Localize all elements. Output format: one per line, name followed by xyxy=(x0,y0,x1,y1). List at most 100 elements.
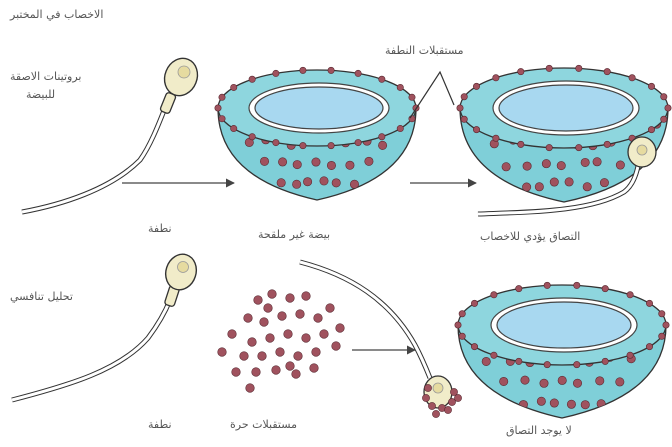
receptor-dot xyxy=(627,292,633,298)
egg-icon xyxy=(455,282,669,418)
receptor-dot xyxy=(428,402,435,409)
receptor-dot xyxy=(576,144,582,150)
no-binding-label: لا يوجد التصاق xyxy=(506,424,572,437)
receptor-dot xyxy=(268,290,277,299)
receptor-dot xyxy=(328,142,334,148)
receptor-dot xyxy=(471,300,477,306)
receptor-dot xyxy=(231,84,237,90)
receptor-dot xyxy=(659,311,665,317)
egg-icon xyxy=(215,67,419,200)
receptor-dot xyxy=(482,357,490,365)
sperm-icon xyxy=(12,250,201,400)
top-title: الاخصاب في المختبر xyxy=(10,8,103,21)
receptor-dot xyxy=(249,134,255,140)
receptor-dot xyxy=(379,134,385,140)
unfertilized-egg-label: بيضة غير ملقحة xyxy=(258,228,330,241)
receptor-dot xyxy=(355,139,361,145)
egg-icon xyxy=(457,65,671,202)
receptor-dot xyxy=(663,322,669,328)
receptor-dot xyxy=(264,304,273,313)
receptor-dot xyxy=(302,334,311,343)
receptor-dot xyxy=(260,318,269,327)
receptor-dot xyxy=(246,384,255,393)
receptor-dot xyxy=(346,161,354,169)
receptor-dot xyxy=(231,125,237,131)
receptor-dot xyxy=(378,141,386,149)
receptor-dot xyxy=(284,330,293,339)
receptor-dot xyxy=(240,352,249,361)
receptor-dot xyxy=(491,292,497,298)
receptor-dot xyxy=(258,352,267,361)
receptor-dot xyxy=(409,116,415,122)
receptor-dot xyxy=(248,338,257,347)
receptor-dot xyxy=(521,376,529,384)
receptor-dot xyxy=(544,282,550,288)
receptor-dot xyxy=(473,126,479,132)
receptor-dot xyxy=(409,94,415,100)
receptor-dot xyxy=(661,94,667,100)
receptor-dot xyxy=(422,394,429,401)
receptor-dot xyxy=(454,394,461,401)
receptor-dot xyxy=(627,352,633,358)
binding-label: التصاق يؤدي للاخصاب xyxy=(480,230,580,243)
receptor-dot xyxy=(661,116,667,122)
receptor-dot xyxy=(522,183,530,191)
receptor-dot xyxy=(244,314,253,323)
receptor-dot xyxy=(273,139,279,145)
sperm-icon xyxy=(300,262,462,418)
receptor-dot xyxy=(379,76,385,82)
sperm-label-bottom: نطفة xyxy=(148,418,172,431)
receptor-dot xyxy=(629,75,635,81)
receptor-dot xyxy=(540,379,548,387)
receptor-dot xyxy=(336,324,345,333)
receptor-dot xyxy=(604,68,610,74)
sperm-label-top: نطفة xyxy=(148,222,172,235)
receptor-dot xyxy=(518,68,524,74)
receptor-dot xyxy=(581,158,589,166)
receptor-dot xyxy=(314,314,323,323)
receptor-dot xyxy=(312,158,320,166)
receptor-dot xyxy=(397,125,403,131)
receptor-dot xyxy=(278,312,287,321)
receptor-dot xyxy=(535,183,543,191)
receptor-dot xyxy=(302,292,311,301)
receptor-dot xyxy=(278,158,286,166)
receptor-dot xyxy=(604,141,610,147)
receptor-dot xyxy=(254,296,263,305)
receptor-dot xyxy=(228,330,237,339)
receptor-dot xyxy=(523,162,531,170)
receptor-dot xyxy=(616,378,624,386)
receptor-dot xyxy=(648,83,654,89)
receptor-dot xyxy=(455,322,461,328)
receptor-dot xyxy=(232,368,241,377)
receptor-dot xyxy=(502,163,510,171)
receptor-dot xyxy=(292,370,301,379)
receptor-dot xyxy=(350,180,358,188)
receptor-dot xyxy=(312,348,321,357)
receptor-dot xyxy=(215,105,221,111)
receptor-dot xyxy=(286,362,295,371)
receptor-dot xyxy=(583,183,591,191)
receptor-dot xyxy=(602,285,608,291)
receptor-dot xyxy=(574,282,580,288)
receptor-dot xyxy=(266,334,275,343)
receptor-dot xyxy=(546,144,552,150)
receptor-dot xyxy=(493,135,499,141)
receptor-dot xyxy=(459,311,465,317)
receptor-dot xyxy=(542,159,550,167)
receptor-dot xyxy=(518,141,524,147)
receptor-dot xyxy=(491,352,497,358)
receptor-dot xyxy=(659,333,665,339)
receptor-dot xyxy=(286,294,295,303)
receptor-dot xyxy=(293,160,301,168)
receptor-dot xyxy=(581,401,589,409)
receptor-dot xyxy=(355,70,361,76)
receptor-dot xyxy=(249,76,255,82)
receptor-dot xyxy=(219,116,225,122)
receptor-dot xyxy=(276,348,285,357)
receptor-dot xyxy=(493,75,499,81)
receptor-dot xyxy=(432,410,439,417)
receptor-dot xyxy=(471,343,477,349)
receptor-dot xyxy=(616,161,624,169)
receptor-dot xyxy=(218,348,227,357)
